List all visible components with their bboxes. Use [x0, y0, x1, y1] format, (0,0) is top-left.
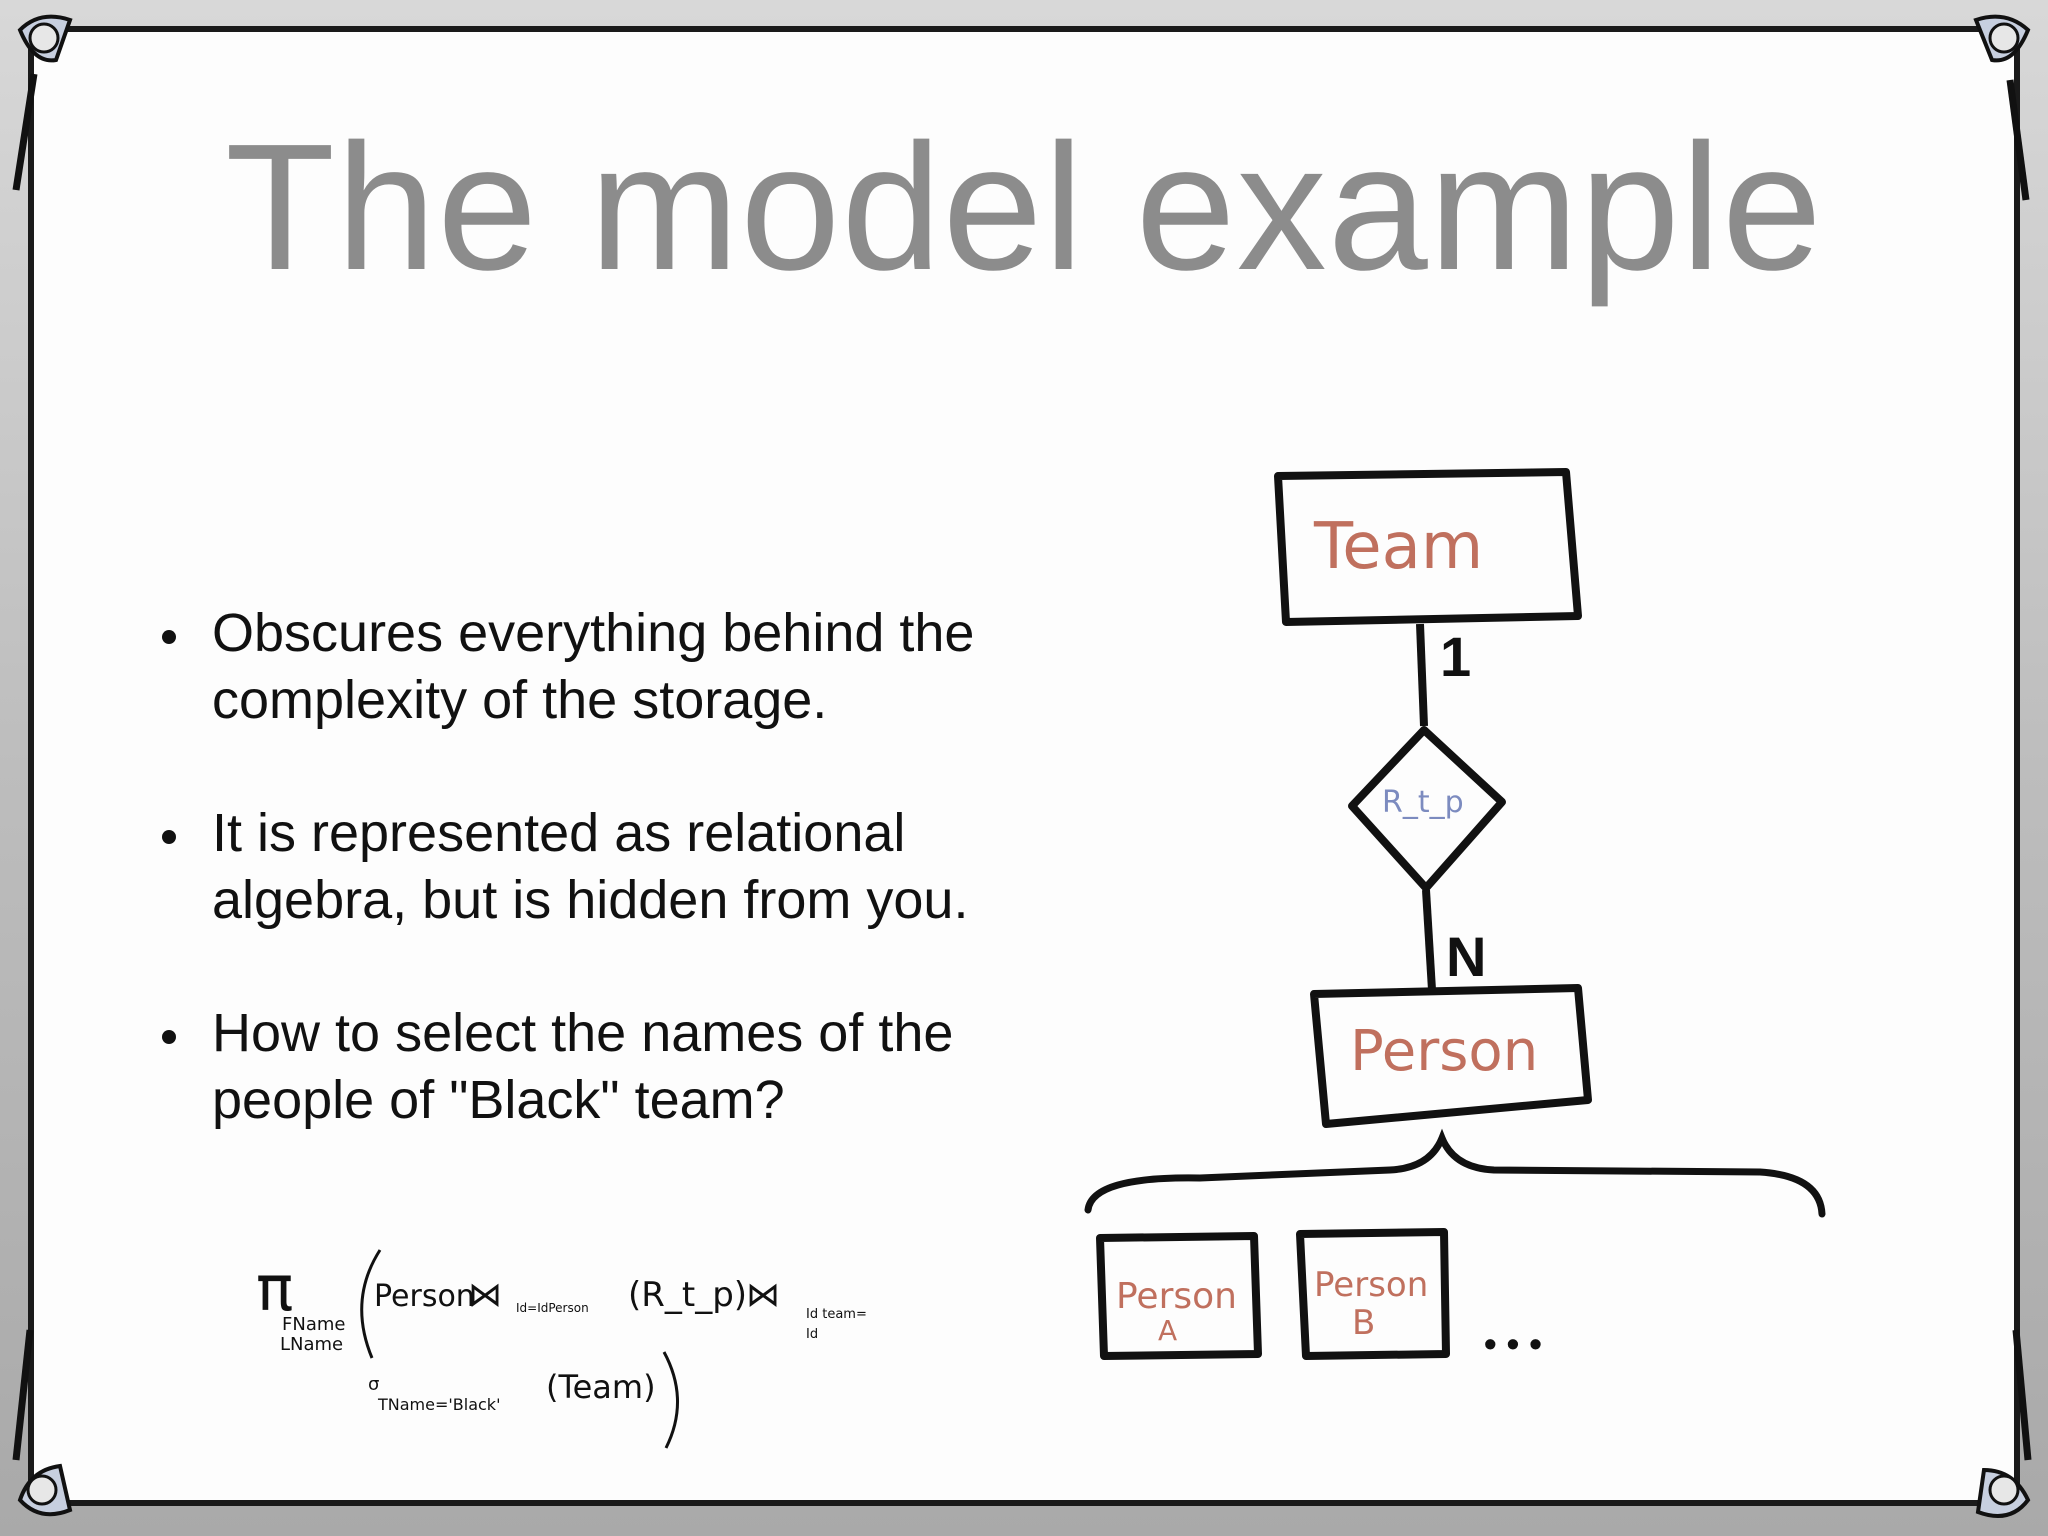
cardinality-one: 1	[1440, 625, 1471, 688]
formula-team: (Team)	[546, 1368, 656, 1406]
corner-ornament-bottom-right	[1975, 1329, 2032, 1518]
join-subscript: Id team=	[806, 1307, 867, 1322]
instances-ellipsis: • • •	[1484, 1323, 1542, 1364]
formula-rtp: (R_t_p)	[628, 1275, 747, 1315]
relationship-diamond	[1348, 726, 1506, 892]
join-subscript: Id=IdPerson	[516, 1301, 589, 1315]
corner-ornament-top-left	[12, 14, 73, 191]
corner-ornament-bottom-left	[12, 1329, 73, 1517]
bullet-item: Obscures everything behind the complexit…	[160, 600, 1020, 734]
cardinality-many: N	[1446, 925, 1486, 988]
slide-paper	[28, 26, 2020, 1506]
instance-label: B	[1352, 1303, 1375, 1343]
join-symbol: ⋈	[468, 1275, 502, 1315]
bullet-item: How to select the names of the people of…	[160, 1000, 1020, 1134]
corner-ornament-top-right	[1973, 14, 2031, 201]
formula-person: Person	[374, 1279, 475, 1314]
connector-line	[1422, 889, 1436, 991]
join-symbol: ⋈	[746, 1275, 780, 1315]
close-paren-large	[662, 1351, 679, 1449]
entity-box-team	[1274, 468, 1582, 626]
instance-box-person-b	[1296, 1228, 1450, 1360]
bullet-list: Obscures everything behind the complexit…	[160, 600, 1020, 1200]
selection-subscript: TName='Black'	[377, 1395, 500, 1414]
entity-label-team: Team	[1313, 510, 1483, 584]
projection-subscript: FName	[282, 1314, 345, 1335]
instance-brace	[1084, 1128, 1826, 1218]
selection-symbol: σ	[368, 1374, 379, 1395]
entity-box-person	[1310, 984, 1592, 1128]
bullet-item: It is represented as relational algebra,…	[160, 800, 1020, 934]
instance-label: A	[1158, 1314, 1177, 1347]
slide-title: The model example	[225, 107, 1823, 308]
instance-label: Person	[1116, 1276, 1237, 1317]
relationship-label: R_t_p	[1382, 785, 1464, 820]
projection-subscript: LName	[280, 1334, 343, 1355]
open-paren-large	[360, 1249, 382, 1359]
instance-box-person-a	[1096, 1232, 1262, 1360]
join-subscript: Id	[806, 1327, 818, 1342]
connector-line	[1416, 623, 1428, 727]
instance-label: Person	[1314, 1265, 1428, 1305]
projection-symbol: π	[256, 1252, 293, 1325]
entity-label-person: Person	[1350, 1019, 1538, 1084]
